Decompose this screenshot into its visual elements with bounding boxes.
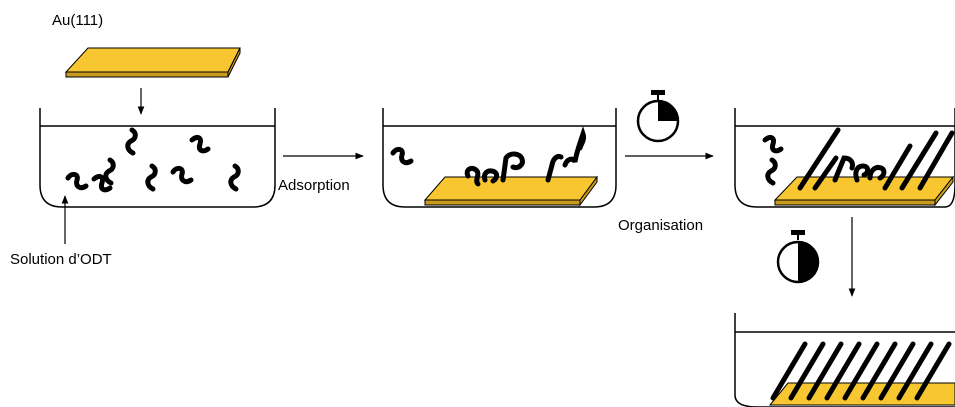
odt-molecule — [867, 165, 887, 181]
stopwatch-quarter-icon — [636, 90, 680, 143]
aligned-chain — [788, 341, 826, 401]
odt-molecule — [68, 174, 86, 187]
odt-molecule — [768, 160, 775, 183]
aligned-chain — [797, 127, 841, 191]
odt-molecule — [393, 149, 411, 162]
aligned-chain — [824, 341, 862, 401]
aligned-chain — [770, 341, 808, 401]
odt-molecule — [231, 166, 238, 189]
odt-molecule — [500, 151, 525, 183]
aligned-chain — [842, 341, 880, 401]
gold-substrate-plate — [64, 47, 241, 78]
organised-monolayer — [770, 341, 952, 401]
gold-substrate-immersed — [423, 175, 598, 207]
odt-molecule — [106, 160, 113, 183]
odt-molecule — [192, 137, 208, 150]
aligned-chain — [812, 155, 839, 191]
aligned-chain — [878, 341, 916, 401]
partially-organised-monolayer — [765, 127, 955, 191]
beaker-adsorption — [382, 108, 617, 208]
beaker-organisation — [734, 108, 955, 208]
adsorption-label: Adsorption — [278, 177, 350, 194]
solution-label: Solution d’ODT — [10, 251, 112, 268]
odt-molecule — [148, 166, 155, 189]
aligned-chain — [806, 341, 844, 401]
odt-molecule — [853, 163, 871, 183]
odt-molecule — [832, 155, 855, 183]
aligned-chain — [917, 130, 955, 191]
organisation-label: Organisation — [618, 217, 703, 234]
odt-molecule — [765, 137, 781, 150]
aligned-chain — [860, 341, 898, 401]
adsorbed-odt-molecules — [393, 126, 587, 187]
aligned-chain — [899, 130, 939, 191]
aligned-chain — [882, 143, 913, 191]
odt-molecule — [545, 154, 564, 183]
beaker-solution — [39, 108, 276, 208]
odt-molecule — [482, 168, 500, 184]
stopwatch-half-icon — [776, 230, 820, 284]
odt-molecule — [128, 130, 135, 153]
odt-molecule — [562, 126, 587, 172]
aligned-chain — [896, 341, 934, 401]
odt-molecule — [464, 165, 481, 187]
odt-molecules-in-solution — [68, 130, 238, 190]
substrate-label: Au(111) — [52, 12, 103, 29]
odt-molecule — [173, 168, 191, 181]
aligned-chain — [914, 341, 952, 401]
